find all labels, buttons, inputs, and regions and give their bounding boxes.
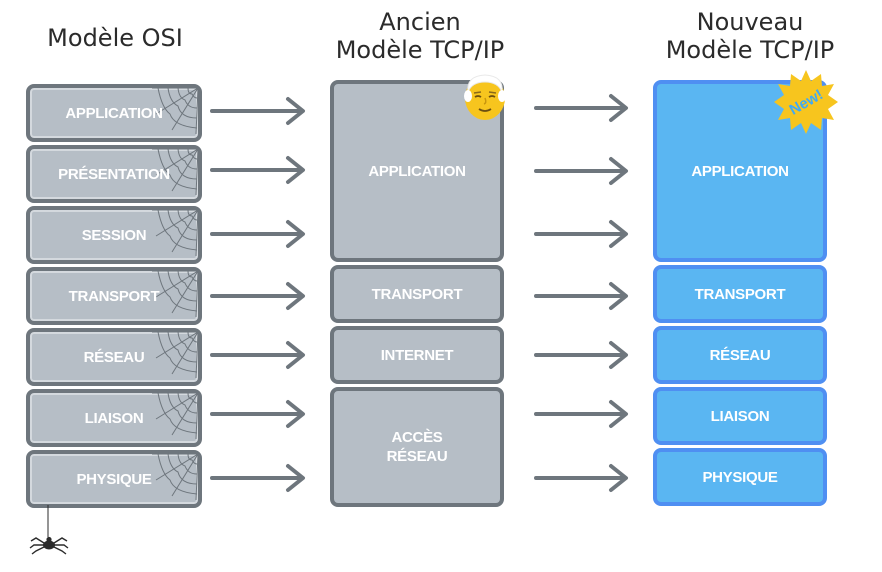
new-starburst-badge-icon: New! (774, 70, 838, 134)
osi-layer-reseau: RÉSEAU (26, 328, 202, 386)
arrow-icon (210, 97, 305, 125)
new-title-line2: Modèle TCP/IP (665, 36, 835, 64)
new-layer-physique: PHYSIQUE (653, 448, 827, 506)
old-layer-label: INTERNET (380, 346, 454, 364)
old-layer-transport: TRANSPORT (330, 265, 504, 323)
old-title-line2: Modèle TCP/IP (335, 36, 505, 64)
spider-web-icon (152, 88, 198, 134)
arrow-icon (210, 220, 305, 248)
new-layer-label: LIAISON (710, 407, 770, 425)
new-layer-label: TRANSPORT (694, 285, 786, 303)
new-layer-reseau: RÉSEAU (653, 326, 827, 384)
arrow-icon (210, 282, 305, 310)
spider-web-icon (152, 149, 198, 195)
spider-web-icon (152, 210, 198, 256)
osi-layer-label: RÉSEAU (83, 348, 145, 366)
arrow-icon (210, 464, 305, 492)
new-layer-label: RÉSEAU (709, 346, 771, 364)
spider-web-icon (152, 393, 198, 439)
osi-layer-presentation: PRÉSENTATION (26, 145, 202, 203)
spider-web-icon (152, 454, 198, 500)
osi-layer-physique: PHYSIQUE (26, 450, 202, 508)
new-layer-label: PHYSIQUE (702, 468, 778, 486)
arrow-icon (534, 341, 628, 369)
new-title-line1: Nouveau (696, 8, 804, 36)
osi-layer-label: PRÉSENTATION (58, 165, 170, 183)
new-tcpip-title: Nouveau Modèle TCP/IP (630, 8, 870, 64)
osi-title: Modèle OSI (10, 24, 220, 52)
arrow-icon (210, 156, 305, 184)
osi-layer-label: PHYSIQUE (76, 470, 152, 488)
spider-web-icon (152, 271, 198, 317)
osi-layer-session: SESSION (26, 206, 202, 264)
arrow-icon (534, 282, 628, 310)
osi-layer-transport: TRANSPORT (26, 267, 202, 325)
spider-web-icon (152, 332, 198, 378)
old-layer-label: APPLICATION (368, 162, 466, 180)
old-layer-label-line1: ACCÈS (391, 429, 443, 446)
arrow-icon (210, 341, 305, 369)
osi-title-text: Modèle OSI (47, 24, 183, 52)
old-tcpip-title: Ancien Modèle TCP/IP (300, 8, 540, 64)
old-layer-internet: INTERNET (330, 326, 504, 384)
old-title-line1: Ancien (379, 8, 461, 36)
osi-layer-label: LIAISON (84, 409, 144, 427)
new-layer-label: APPLICATION (691, 162, 789, 180)
arrow-icon (534, 464, 628, 492)
new-layer-transport: TRANSPORT (653, 265, 827, 323)
spider-icon (29, 505, 69, 555)
osi-layer-label: SESSION (81, 226, 147, 244)
old-man-face-icon (464, 74, 506, 120)
osi-layer-label: APPLICATION (65, 104, 163, 122)
old-layer-acces-reseau: ACCÈS RÉSEAU (330, 387, 504, 507)
arrow-icon (534, 94, 628, 122)
arrow-icon (210, 400, 305, 428)
old-layer-label: TRANSPORT (371, 285, 463, 303)
osi-layer-application: APPLICATION (26, 84, 202, 142)
new-layer-liaison: LIAISON (653, 387, 827, 445)
old-layer-label: ACCÈS RÉSEAU (387, 428, 448, 466)
osi-layer-label: TRANSPORT (68, 287, 160, 305)
arrow-icon (534, 400, 628, 428)
arrow-icon (534, 220, 628, 248)
old-layer-label-line2: RÉSEAU (386, 448, 448, 465)
osi-layer-liaison: LIAISON (26, 389, 202, 447)
arrow-icon (534, 157, 628, 185)
